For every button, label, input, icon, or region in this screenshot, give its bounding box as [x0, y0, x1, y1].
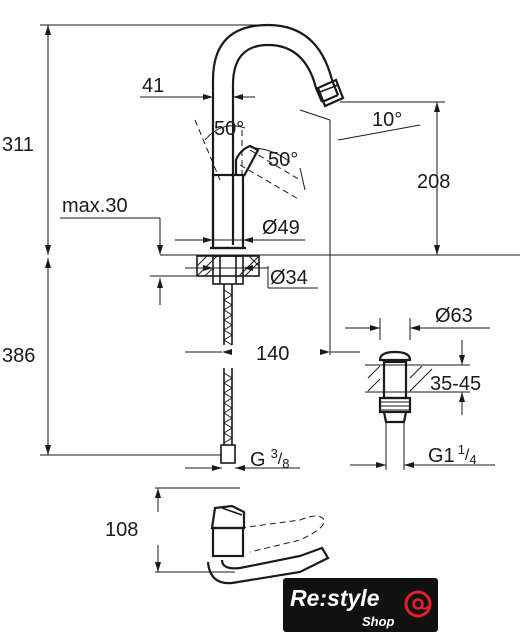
g38-num: 3	[271, 446, 278, 461]
label-311: 311	[2, 134, 34, 156]
restyle-shop-logo: Re:style Shop	[283, 578, 438, 632]
aerator-ring	[319, 84, 339, 93]
aerator	[316, 78, 345, 108]
g38-main: G	[250, 449, 266, 471]
g114-slash: /	[465, 447, 470, 464]
logo-at-icon	[404, 590, 432, 618]
label-angle-1: 50°	[214, 118, 244, 140]
supply-hose	[220, 284, 236, 464]
spout-tip	[321, 93, 339, 104]
lever-handle	[234, 144, 260, 177]
angle-arc-1	[204, 125, 246, 141]
label-angle-2: 50°	[268, 149, 298, 171]
faucet-body	[211, 173, 245, 250]
lever-tick	[299, 167, 306, 191]
lever-position-left	[194, 119, 221, 181]
angle-arc-2	[254, 147, 291, 163]
label-d63: Ø63	[435, 305, 473, 327]
dimension-labels: 311 41 50° 50° 10° 208 max.30 Ø49 Ø34 38…	[2, 75, 481, 541]
waste-hatch	[367, 365, 433, 392]
g114-num: 1	[458, 442, 465, 457]
lever-swing	[239, 164, 301, 201]
label-140: 140	[256, 343, 289, 365]
dimension-lines	[40, 24, 445, 471]
label-10-degrees: 10°	[372, 109, 402, 131]
faucet-top-view	[155, 487, 330, 585]
label-d34: Ø34	[270, 267, 308, 289]
g38-den: 8	[282, 456, 289, 471]
label-35-45: 35-45	[430, 373, 481, 395]
label-d49: Ø49	[262, 217, 300, 239]
g114-main: G1	[428, 445, 455, 467]
logo-sub: Shop	[362, 614, 395, 629]
label-max30: max.30	[62, 195, 128, 217]
g38-slash: /	[278, 451, 283, 468]
faucet-side-view	[160, 23, 520, 464]
logo-brand: Re:style	[290, 585, 380, 611]
label-41: 41	[142, 75, 164, 97]
fixing-nut	[212, 255, 244, 285]
spout-inner	[231, 43, 324, 245]
label-386: 386	[2, 345, 35, 367]
pop-up-waste	[345, 318, 495, 470]
label-208: 208	[417, 171, 450, 193]
label-108: 108	[105, 519, 138, 541]
g114-den: 4	[469, 452, 476, 467]
